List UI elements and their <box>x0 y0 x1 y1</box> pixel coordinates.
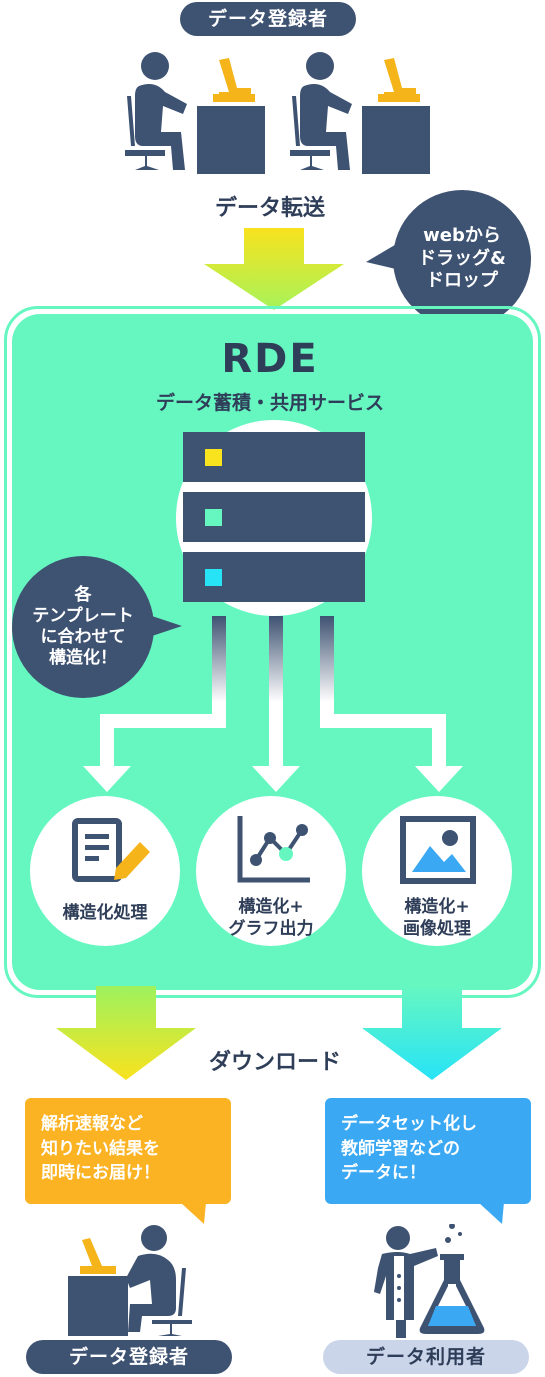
rde-panel-outline <box>4 306 541 998</box>
note-line: 知りたい結果を <box>41 1138 160 1159</box>
rde-title: RDE <box>221 336 319 382</box>
node-label-line: 構造化+ <box>238 897 304 917</box>
bubble-line: ドラッグ& <box>418 247 506 269</box>
node-circle-graph <box>196 796 346 946</box>
node-label-line: 構造化+ <box>404 897 470 917</box>
note-line: 解析速報など <box>41 1114 143 1134</box>
bubble-tail <box>146 614 182 640</box>
line-graph-icon <box>236 816 312 886</box>
bubble-line: ドロップ <box>426 270 498 292</box>
drag-drop-bubble: webから ドラッグ& ドロップ <box>393 190 531 328</box>
registrant-pill-top: データ登録者 <box>180 2 356 36</box>
image-icon <box>400 816 476 884</box>
right-note: データセット化し 教師学習などの データに！ <box>325 1098 531 1204</box>
node-label-image: 構造化+ 画像処理 <box>362 896 512 940</box>
server-connectors <box>0 616 545 796</box>
registrant-pill-bottom: データ登録者 <box>26 1340 232 1374</box>
person-at-desk-icon <box>125 52 265 174</box>
note-tail <box>180 1202 206 1224</box>
note-line: 即時にお届け！ <box>41 1163 160 1184</box>
node-label-graph: 構造化+ グラフ出力 <box>196 896 346 940</box>
transfer-arrow <box>204 228 344 310</box>
download-label: ダウンロード <box>208 1050 341 1075</box>
person-at-desk-icon <box>290 52 430 174</box>
server-icon <box>183 432 365 604</box>
structure-bubble: 各 テンプレート に合わせて 構造化！ <box>12 556 154 698</box>
bubble-line: webから <box>423 225 501 247</box>
download-arrow-right <box>362 986 502 1080</box>
node-label-line: グラフ出力 <box>228 919 314 940</box>
bubble-tail <box>366 242 400 272</box>
node-label-line: 画像処理 <box>403 919 471 940</box>
node-label-structuring: 構造化処理 <box>30 902 180 924</box>
note-line: 教師学習などの <box>341 1138 460 1159</box>
bubble-line: 構造化！ <box>49 648 117 669</box>
note-line: データセット化し <box>341 1114 477 1134</box>
bubble-line: 各 <box>74 584 92 605</box>
note-tail <box>478 1202 504 1224</box>
note-line: データに！ <box>341 1163 426 1184</box>
transfer-label: データ転送 <box>214 196 325 221</box>
bubble-line: に合わせて <box>40 627 126 647</box>
node-label-line: 構造化処理 <box>62 903 148 923</box>
document-edit-icon <box>72 818 152 886</box>
left-note: 解析速報など 知りたい結果を 即時にお届け！ <box>25 1098 231 1204</box>
user-pill-bottom: データ利用者 <box>323 1340 529 1374</box>
scientist-icon <box>370 1224 486 1342</box>
download-arrow-left <box>56 986 196 1080</box>
bubble-line: テンプレート <box>32 605 134 626</box>
person-at-laptop-icon <box>68 1224 192 1336</box>
rde-subtitle: データ蓄積・共用サービス <box>155 392 384 414</box>
